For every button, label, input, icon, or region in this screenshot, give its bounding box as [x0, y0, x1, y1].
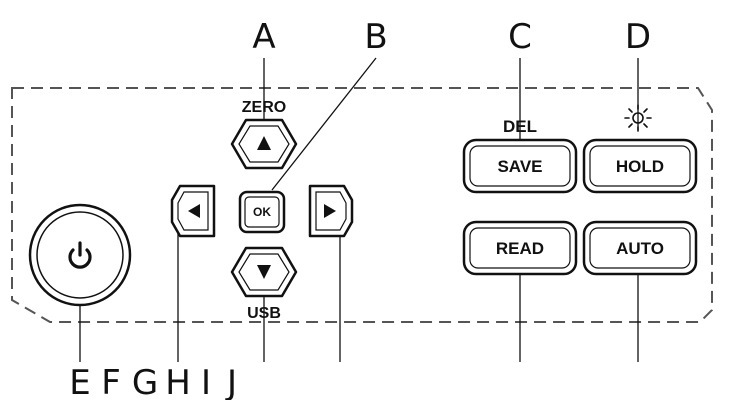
triangle-down-icon: [257, 265, 271, 279]
save-button[interactable]: SAVE: [462, 138, 578, 194]
auto-button[interactable]: AUTO: [582, 220, 698, 276]
triangle-left-icon: [188, 204, 200, 218]
usb-label: USB: [247, 305, 281, 322]
auto-label: AUTO: [616, 239, 664, 258]
callout-c: C: [508, 17, 532, 57]
down-button[interactable]: [230, 246, 298, 298]
callout-h: H: [165, 363, 191, 400]
read-button[interactable]: READ: [462, 220, 578, 276]
triangle-right-icon: [324, 204, 336, 218]
callout-b: B: [364, 17, 387, 57]
triangle-up-icon: [257, 136, 271, 150]
callout-g: G: [132, 363, 158, 400]
power-button[interactable]: [28, 203, 132, 307]
callout-f: F: [101, 363, 121, 400]
read-label: READ: [496, 239, 544, 258]
callout-j: J: [225, 363, 237, 400]
callout-d: D: [625, 17, 651, 57]
power-icon: [68, 241, 92, 269]
up-button[interactable]: [230, 118, 298, 170]
save-label: SAVE: [497, 157, 542, 176]
right-button[interactable]: [308, 184, 354, 238]
ok-label: OK: [253, 205, 271, 219]
ok-button[interactable]: OK: [238, 190, 286, 234]
del-label: DEL: [503, 117, 537, 136]
zero-label: ZERO: [242, 99, 286, 116]
left-button[interactable]: [170, 184, 216, 238]
sun-icon: [624, 104, 652, 132]
leader-line-b: [271, 57, 377, 191]
hold-button[interactable]: HOLD: [582, 138, 698, 194]
callout-a: A: [252, 17, 275, 57]
hold-label: HOLD: [616, 157, 664, 176]
callout-e: E: [69, 363, 90, 400]
callout-i: I: [201, 363, 211, 400]
panel-outline: [11, 87, 713, 323]
